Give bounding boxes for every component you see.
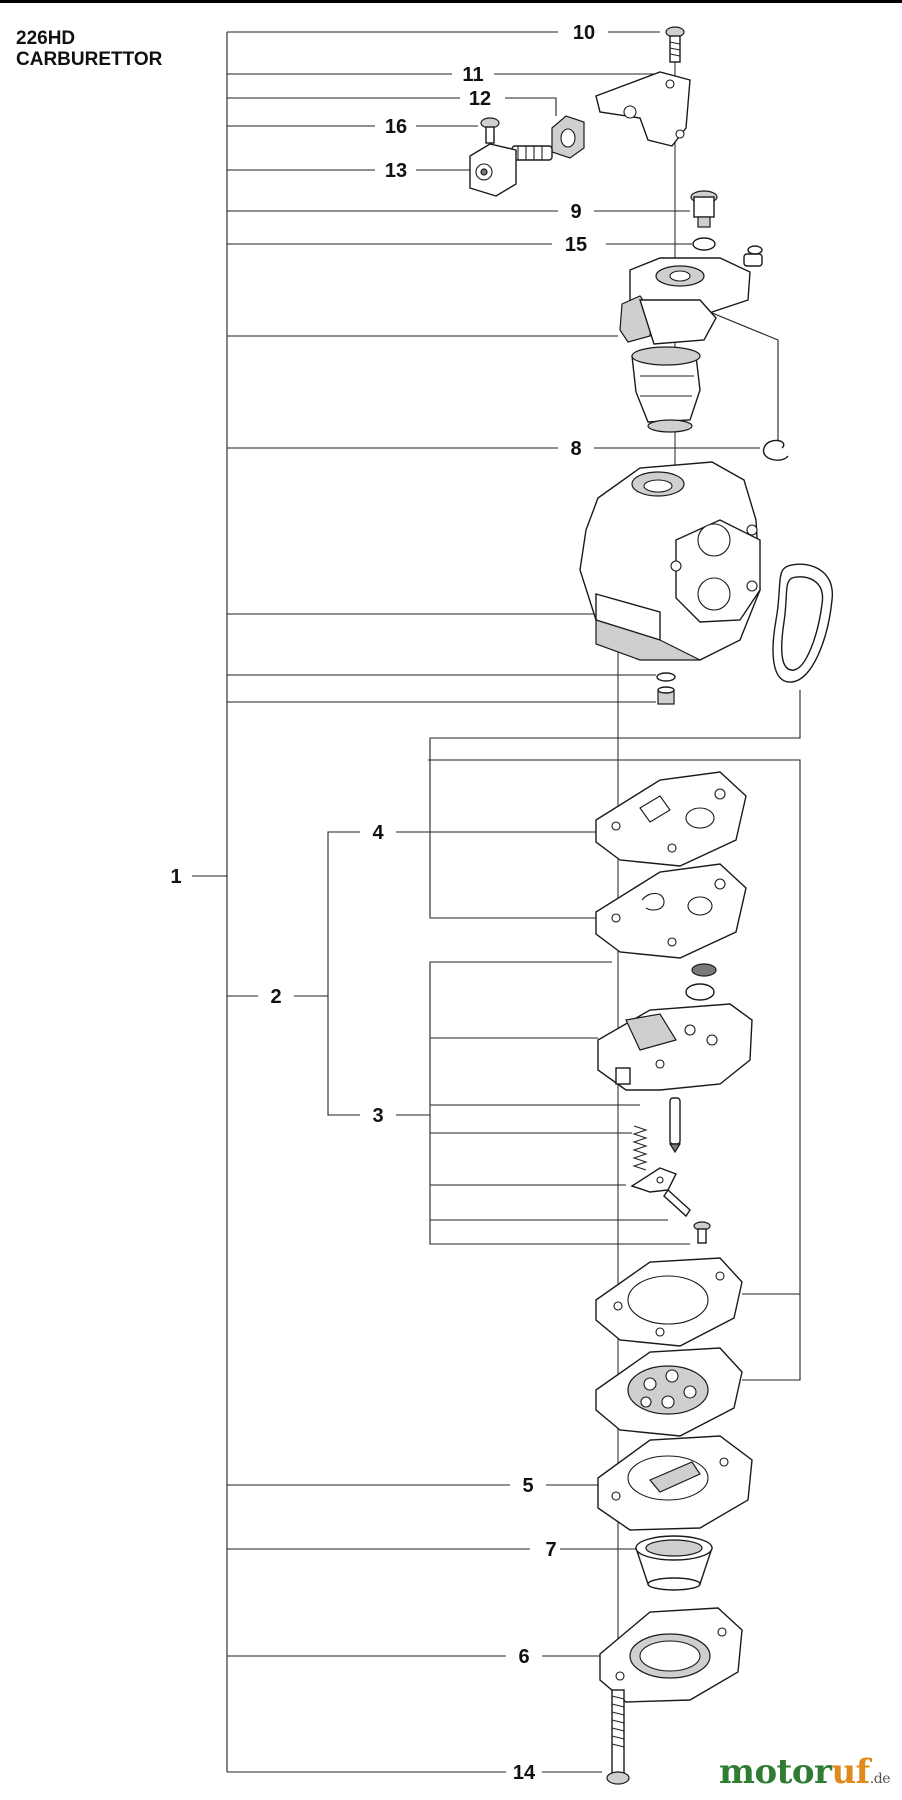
bracket-part-11 [595,71,691,147]
screw-part-10 [665,26,685,63]
callout-15: 15 [565,234,587,256]
callout-13: 13 [385,160,407,182]
callout-10: 10 [573,22,595,44]
callout-8: 8 [570,438,581,460]
o-ring-part-15 [692,237,716,251]
callout-3: 3 [372,1105,383,1127]
watermark-logo: motoruf.de [718,1752,891,1792]
metering-lever [630,1167,691,1218]
callout-16: 16 [385,116,407,138]
callout-1: 1 [170,866,181,888]
screen-disc [685,963,717,1001]
callout-9: 9 [570,201,581,223]
callout-7: 7 [545,1539,556,1561]
nut-part-12 [551,115,585,159]
callout-4: 4 [372,822,384,844]
small-fitting [656,672,676,705]
e-clip-part-8 [762,439,789,461]
plug-part-9 [690,190,718,228]
model-number: 226HD [16,28,76,49]
purge-cup-part-7 [635,1535,713,1591]
pump-body [597,1003,753,1091]
metering-cover-part-5 [597,1435,753,1531]
callout-14: 14 [513,1762,536,1784]
section-title: CARBURETTOR [16,49,163,70]
lever-screw [693,1221,711,1244]
pump-diaphragm [595,1347,743,1437]
callout-6: 6 [518,1646,529,1668]
callout-2: 2 [270,986,281,1008]
carburettor-body [579,461,761,661]
top-rule [0,0,902,3]
gasket-plate-part-4a [595,771,747,867]
pump-gasket [595,1257,743,1347]
leader-lines [192,31,801,1773]
inlet-needle [668,1097,682,1154]
metering-spring [632,1125,648,1171]
adjuster-part-13 [469,143,553,197]
long-bolt-part-14 [606,1689,630,1785]
callout-labels: 10 11 12 16 13 9 15 8 1 4 2 3 5 7 6 14 [170,22,595,1784]
intake-gasket-ring [772,563,833,683]
cover-plate-part-6 [599,1607,743,1703]
callout-11: 11 [462,64,483,86]
screw-part-16 [480,117,500,144]
diagram-title: 226HD CARBURETTOR [16,28,162,70]
callout-5: 5 [522,1475,533,1497]
throttle-valve-assembly [619,245,763,433]
gasket-plate-part-4b [595,863,747,959]
callout-12: 12 [469,88,491,110]
